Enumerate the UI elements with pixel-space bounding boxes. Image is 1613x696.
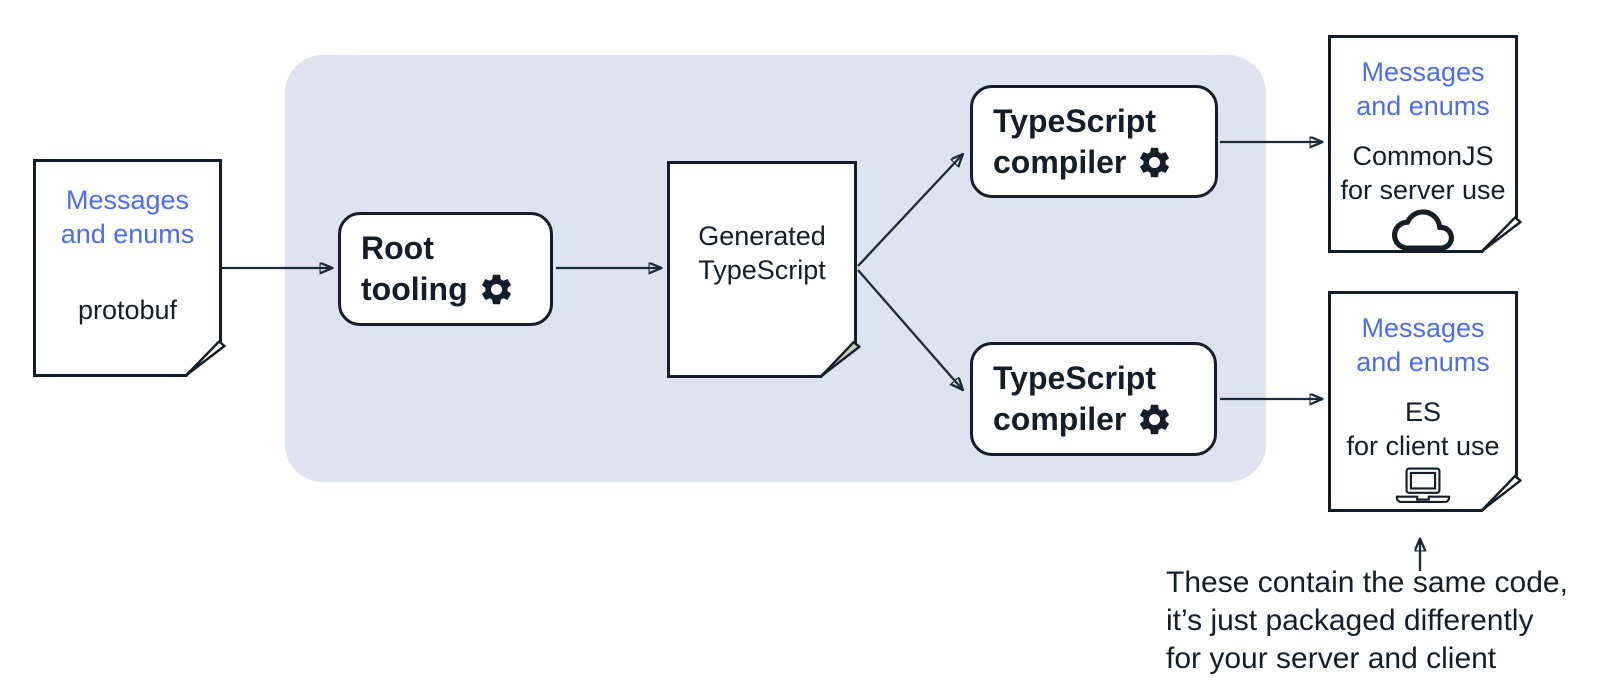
doc-heading: Messages and enums	[1356, 55, 1490, 123]
cloud-icon	[1392, 209, 1454, 251]
protobuf-source-doc: Messages and enums protobuf	[33, 159, 226, 377]
annotation-text: These contain the same code, it’s just p…	[1166, 564, 1613, 678]
node-label: TypeScript	[993, 360, 1156, 396]
gear-icon	[1140, 404, 1170, 435]
typescript-compiler-bottom-node: TypeScript compiler	[970, 342, 1217, 456]
node-label: compiler	[993, 401, 1127, 437]
node-label: TypeScript	[993, 102, 1156, 139]
typescript-compiler-top-node: TypeScript compiler	[970, 85, 1218, 198]
node-label-line: Root	[361, 228, 550, 269]
doc-heading-line: Messages	[1361, 57, 1485, 87]
annotation-line: These contain the same code,	[1166, 566, 1568, 599]
node-label-line: compiler	[993, 399, 1214, 440]
doc-format-label: ES for client use	[1346, 395, 1499, 463]
doc-heading: Messages and enums	[1356, 311, 1490, 379]
doc-format-line: ES	[1404, 397, 1441, 427]
doc-title-line: TypeScript	[698, 255, 826, 285]
node-label-line: TypeScript	[993, 101, 1215, 142]
node-label: compiler	[993, 143, 1127, 180]
node-label: tooling	[361, 271, 468, 307]
doc-title-line: Generated	[698, 221, 826, 251]
document-shape	[667, 161, 861, 378]
generated-typescript-doc: Generated TypeScript	[667, 161, 861, 378]
doc-heading-line: and enums	[1356, 91, 1490, 121]
annotation-line: for your server and client	[1166, 642, 1497, 675]
commonjs-output-doc: Messages and enums CommonJS for server u…	[1328, 35, 1522, 253]
doc-format-label: protobuf	[77, 295, 178, 325]
document-shape	[1328, 291, 1522, 512]
laptop-icon	[1395, 467, 1451, 504]
doc-heading-line: and enums	[1356, 347, 1490, 377]
gear-icon	[1140, 147, 1170, 177]
doc-heading-line: and enums	[60, 219, 195, 249]
document-shape	[1328, 35, 1522, 253]
node-label: Root	[361, 230, 434, 266]
doc-format-label: CommonJS for server use	[1340, 139, 1505, 207]
gear-icon	[481, 274, 511, 305]
document-shape	[33, 159, 226, 377]
node-label-line: TypeScript	[993, 358, 1214, 399]
doc-heading-line: Messages	[1361, 313, 1485, 343]
node-label-line: tooling	[361, 269, 550, 310]
doc-format-line: CommonJS	[1352, 141, 1494, 171]
annotation-line: it’s just packaged differently	[1166, 604, 1534, 637]
node-label-line: compiler	[993, 142, 1215, 183]
es-output-doc: Messages and enums ES for client use	[1328, 291, 1522, 512]
root-tooling-node: Root tooling	[338, 212, 553, 326]
doc-format-line: for server use	[1340, 175, 1506, 205]
doc-title: Generated TypeScript	[698, 219, 826, 287]
doc-heading-line: Messages	[65, 185, 190, 215]
doc-format-line: for client use	[1346, 431, 1500, 461]
doc-heading: Messages and enums	[61, 183, 195, 251]
